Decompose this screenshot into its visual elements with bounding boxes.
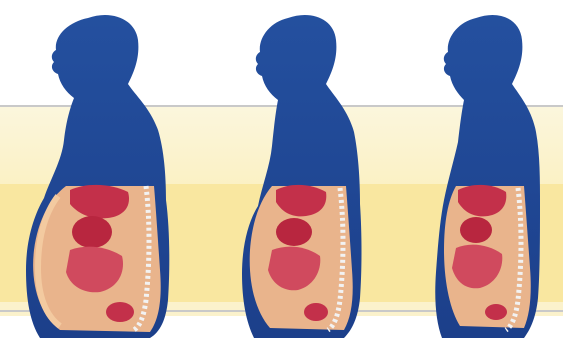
normal-silhouette — [400, 0, 563, 351]
overweight-silhouette — [200, 0, 390, 351]
obese-silhouette — [0, 0, 210, 351]
stomach-organ — [276, 218, 312, 246]
stomach-organ — [460, 217, 492, 243]
bladder-organ — [485, 304, 507, 320]
bladder-organ — [304, 303, 328, 321]
stomach-organ — [72, 216, 112, 248]
bladder-organ — [106, 302, 134, 322]
